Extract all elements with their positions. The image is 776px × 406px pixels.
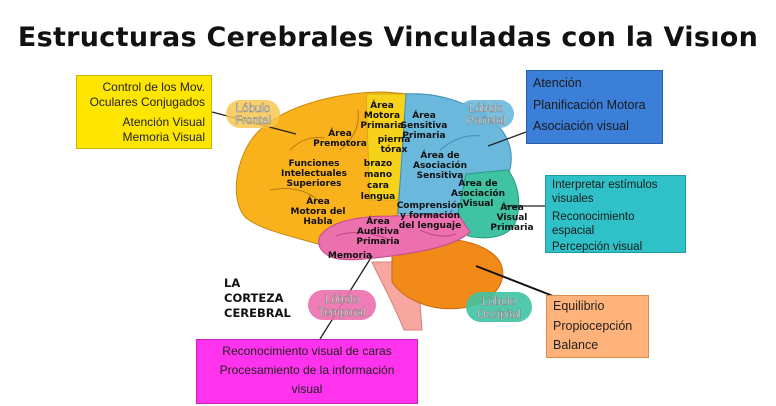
lobe-temporal-label: Lóbulo Temporal (308, 290, 376, 320)
svg-text:Primaria: Primaria (490, 223, 533, 233)
svg-text:Área: Área (412, 109, 436, 121)
frontal-lobe (235, 91, 411, 250)
svg-text:Área: Área (328, 127, 352, 139)
occipital-lobe (457, 169, 520, 239)
lobe-frontal-label: Lóbulo Frontal (226, 100, 280, 128)
box-line: Control de los Mov. (102, 80, 206, 94)
box-line: espacial (552, 224, 595, 237)
svg-text:Lóbulo: Lóbulo (325, 294, 360, 306)
svg-text:Sensitiva: Sensitiva (401, 121, 448, 131)
svg-text:Frontal: Frontal (235, 115, 271, 127)
leader-blue (487, 131, 527, 147)
svg-text:Visual: Visual (463, 199, 494, 209)
svg-text:Área: Área (306, 195, 330, 207)
area-visual-primaria: Área Visual Primaria (490, 201, 533, 233)
box-line: Percepción visual (552, 241, 643, 254)
svg-text:Sensitiva: Sensitiva (417, 171, 464, 181)
svg-text:Temporal: Temporal (318, 307, 365, 319)
info-box-frontal: Control de los Mov. Oculares Conjugados … (76, 75, 212, 149)
box-line: Reconocimiento visual de caras (222, 344, 392, 358)
box-line: Propiocepción (553, 318, 633, 333)
svg-text:Área: Área (500, 201, 524, 213)
svg-text:Habla: Habla (303, 217, 332, 227)
box-line: Reconocimiento (552, 211, 635, 224)
box-line: Atención Visual (122, 115, 206, 129)
box-line: Balance (553, 338, 599, 352)
info-box-occipital: Interpretar estímulos visuales Reconocim… (545, 175, 686, 253)
svg-text:Área de: Área de (458, 177, 497, 189)
svg-text:Primaria: Primaria (360, 121, 403, 131)
svg-text:Premotora: Premotora (313, 139, 367, 149)
svg-text:Área: Área (366, 215, 390, 227)
svg-text:Motora del: Motora del (291, 207, 346, 217)
box-line: Procesamiento de la información (219, 363, 395, 377)
svg-text:Funciones: Funciones (289, 159, 340, 169)
svg-text:brazo: brazo (364, 159, 392, 169)
area-motora-habla: Área Motora del Habla (291, 195, 346, 227)
corteza-cerebral-label: LA CORTEZA CEREBRAL (224, 276, 291, 321)
svg-text:Motora: Motora (364, 111, 400, 121)
box-line: visual (291, 382, 323, 396)
svg-text:Primaria: Primaria (356, 237, 399, 247)
area-asociacion-visual: Área de Asociación Visual (451, 177, 505, 209)
area-asociacion-sensitiva: Área de Asociación Sensitiva (413, 149, 467, 181)
svg-text:Área de: Área de (420, 149, 459, 161)
info-box-temporal: Reconocimiento visual de caras Procesami… (196, 339, 418, 404)
svg-text:lengua: lengua (361, 192, 396, 202)
info-box-parietal: Atención Planificación Motora Asociación… (526, 70, 663, 144)
lobe-occipital-label: Lóbulo Occipital (466, 292, 532, 322)
temporal-lobe (318, 213, 471, 261)
box-line: Asociación visual (533, 119, 629, 133)
box-line: Oculares Conjugados (89, 94, 205, 109)
svg-text:tórax: tórax (381, 144, 408, 155)
svg-text:Lóbulo: Lóbulo (236, 103, 271, 115)
area-pierna-torax: pierna tórax (378, 135, 411, 155)
motor-strip (365, 93, 411, 201)
svg-text:Occipital: Occipital (477, 309, 521, 321)
box-line: Interpretar estímulos (552, 179, 658, 191)
svg-text:Memoria: Memoria (328, 251, 372, 261)
svg-text:Parietal: Parietal (467, 115, 506, 127)
svg-text:pierna: pierna (378, 135, 411, 145)
leader-cerebellum (475, 265, 554, 297)
svg-text:Primaria: Primaria (402, 131, 445, 141)
corteza-line: LA (224, 276, 241, 290)
corteza-line: CEREBRAL (224, 306, 291, 320)
box-line: Equilibrio (553, 299, 605, 313)
svg-text:y formación: y formación (400, 210, 460, 221)
svg-text:Asociación: Asociación (413, 160, 467, 171)
info-box-cerebellum: Equilibrio Propiocepción Balance (546, 295, 649, 358)
area-motora-primaria: Área Motora Primaria (360, 99, 403, 131)
area-memoria: Memoria (328, 251, 372, 261)
svg-text:Intelectuales: Intelectuales (281, 169, 347, 179)
box-line: Atención (533, 76, 582, 90)
area-sensitiva-primaria: Área Sensitiva Primaria (401, 109, 448, 141)
box-line: Planificación Motora (533, 97, 646, 112)
area-comprension-lenguaje: Comprensión y formación del lenguaje (397, 200, 464, 231)
page-title: Estructuras Cerebrales Vinculadas con la… (17, 22, 759, 53)
svg-text:Visual: Visual (497, 213, 528, 223)
box-line: visuales (552, 192, 594, 205)
area-premotora: Área Premotora (313, 127, 367, 149)
svg-text:Auditiva: Auditiva (357, 227, 399, 237)
area-brazo-mano: brazo mano cara lengua (361, 159, 396, 202)
area-funciones-intelectuales: Funciones Intelectuales Superiores (281, 159, 347, 189)
area-auditiva-primaria: Área Auditiva Primaria (356, 215, 399, 247)
svg-text:Lóbulo: Lóbulo (469, 103, 504, 115)
corteza-line: CORTEZA (224, 291, 284, 305)
svg-text:Superiores: Superiores (286, 179, 341, 189)
svg-text:Comprensión: Comprensión (397, 200, 464, 211)
svg-text:Asociación: Asociación (451, 188, 505, 199)
box-line: Memoria Visual (122, 129, 205, 144)
svg-text:Área: Área (370, 99, 394, 111)
svg-text:mano: mano (364, 170, 392, 180)
svg-text:Lóbulo: Lóbulo (482, 296, 517, 308)
lobe-parietal-label: Lóbulo Parietal (458, 100, 514, 128)
svg-text:del lenguaje: del lenguaje (399, 221, 461, 231)
svg-text:cara: cara (367, 181, 389, 191)
